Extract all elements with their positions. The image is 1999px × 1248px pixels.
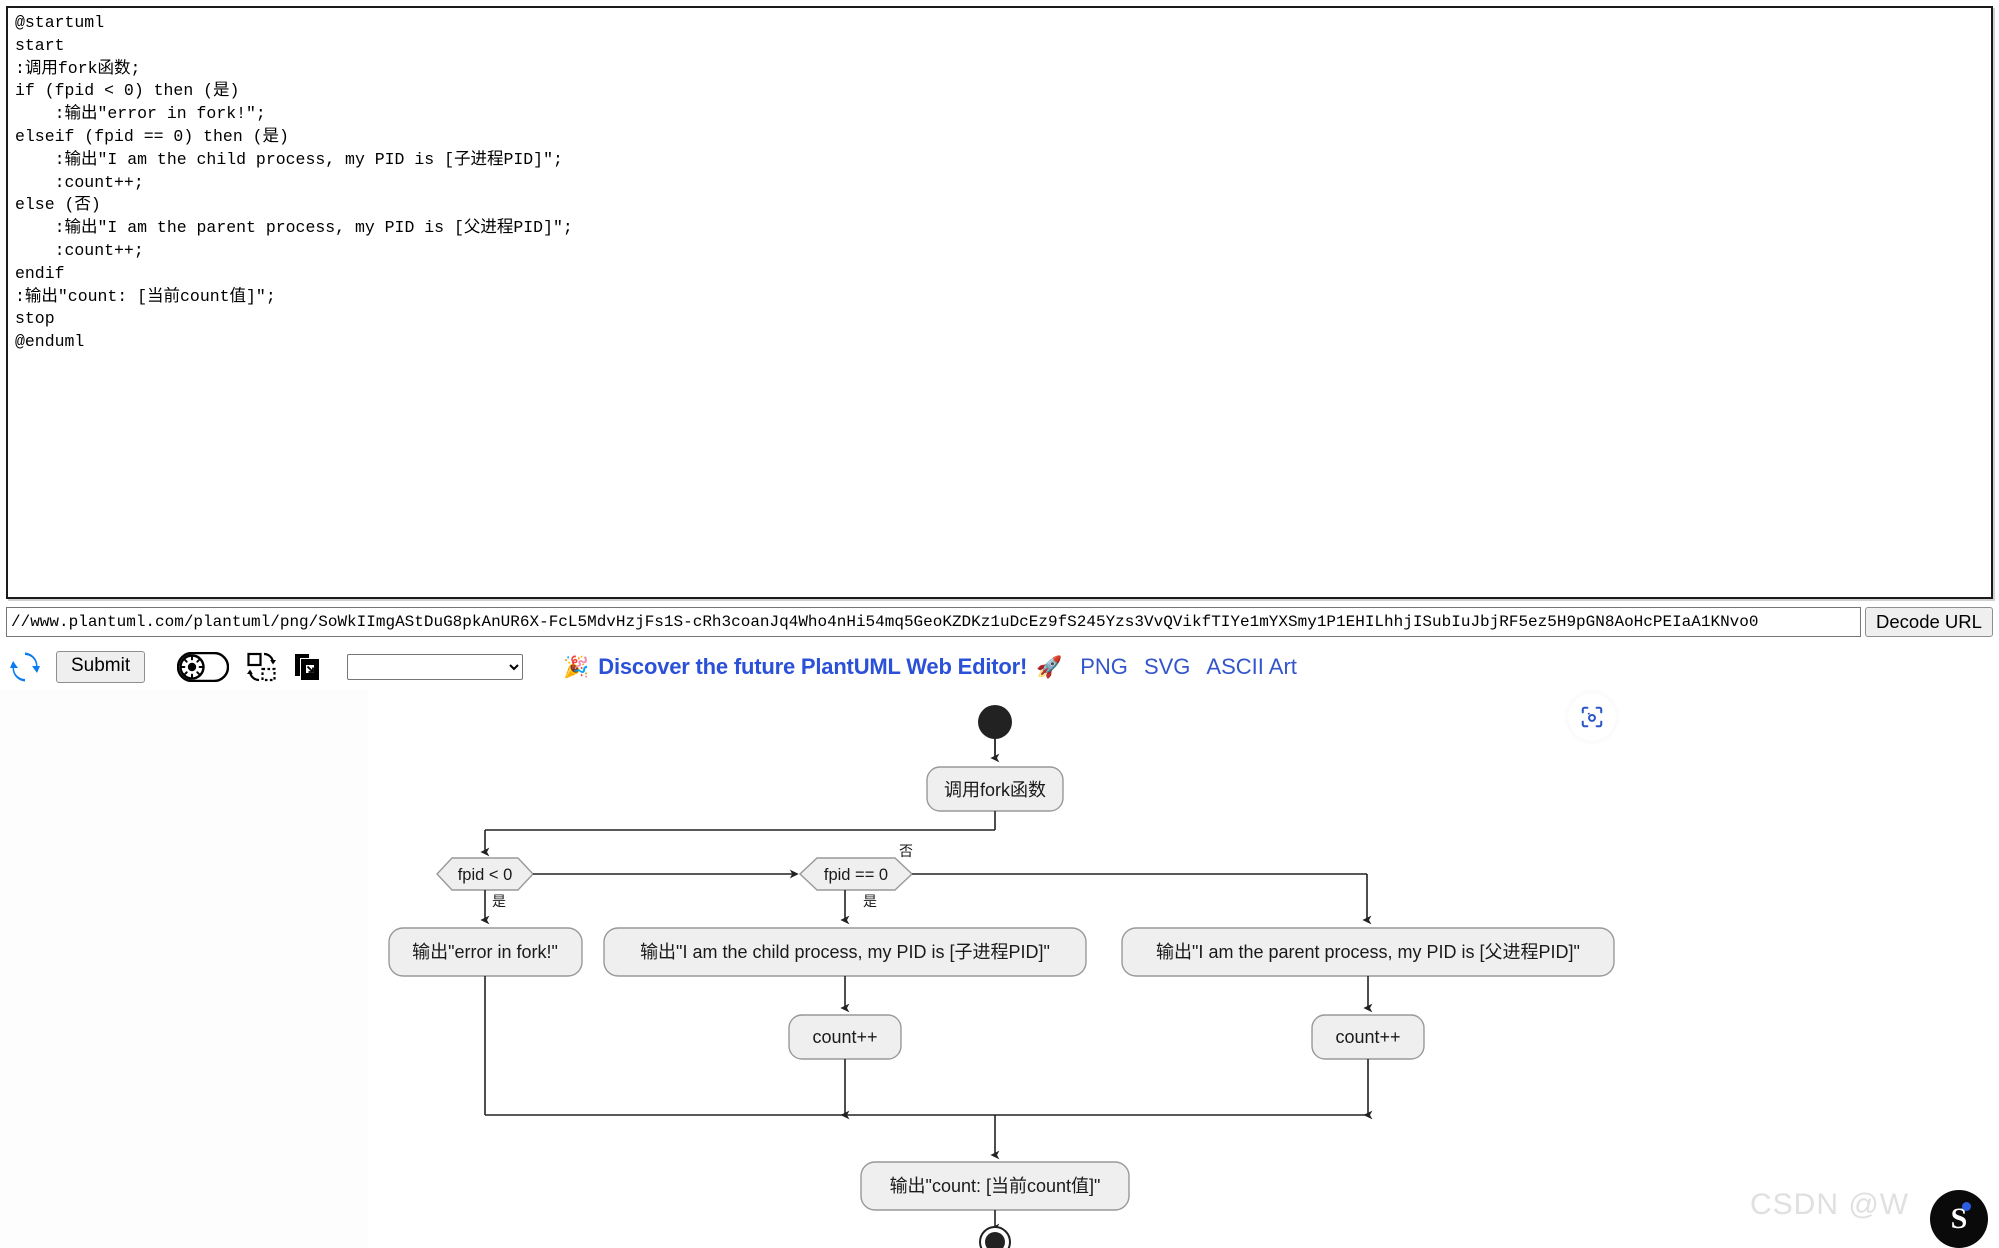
copy-image-icon[interactable] bbox=[247, 652, 277, 682]
svg-text:fpid < 0: fpid < 0 bbox=[458, 866, 513, 884]
ascii-art-link[interactable]: ASCII Art bbox=[1206, 654, 1297, 679]
svg-text:输出"error in fork!": 输出"error in fork!" bbox=[412, 942, 558, 962]
url-row: Decode URL bbox=[6, 607, 1993, 637]
activity-print-count: 输出"count: [当前count值]" bbox=[860, 1161, 1130, 1211]
decode-url-button[interactable]: Decode URL bbox=[1865, 607, 1993, 637]
png-link[interactable]: PNG bbox=[1080, 654, 1128, 679]
decision-fpid-eq-0: fpid == 0 bbox=[798, 857, 914, 891]
svg-text:fpid == 0: fpid == 0 bbox=[824, 866, 888, 884]
start-node bbox=[978, 705, 1012, 739]
diagram-gutter bbox=[0, 690, 368, 1248]
svg-text:输出"I am the parent process, my: 输出"I am the parent process, my PID is [父… bbox=[1156, 942, 1580, 962]
watermark-logo-dot bbox=[1962, 1202, 1971, 1211]
source-editor-container bbox=[6, 6, 1993, 599]
rocket-icon: 🚀 bbox=[1036, 655, 1063, 679]
activity-count-increment-parent: count++ bbox=[1311, 1014, 1425, 1060]
duplicate-icon[interactable] bbox=[293, 652, 321, 682]
activity-error-in-fork: 输出"error in fork!" bbox=[388, 927, 583, 977]
activity-diagram: 调用fork函数 fpid < 0 是 fpid == 0 是 否 bbox=[388, 705, 1615, 1248]
submit-button[interactable]: Submit bbox=[56, 651, 146, 683]
activity-count-increment-child: count++ bbox=[788, 1014, 902, 1060]
svg-text:count++: count++ bbox=[1335, 1027, 1400, 1047]
branch-label-yes-2: 是 bbox=[863, 893, 877, 909]
watermark-logo: S bbox=[1930, 1190, 1988, 1248]
toolbar: Submit bbox=[6, 645, 1993, 689]
branch-label-no: 否 bbox=[899, 843, 913, 859]
diagram-options-select[interactable] bbox=[347, 654, 524, 680]
decision-fpid-lt-0: fpid < 0 bbox=[436, 857, 534, 891]
format-links: PNG SVG ASCII Art bbox=[1080, 654, 1297, 680]
promo-banner[interactable]: 🎉 Discover the future PlantUML Web Edito… bbox=[563, 654, 1062, 680]
csdn-watermark: CSDN @W bbox=[1750, 1188, 1910, 1221]
svg-text:count++: count++ bbox=[812, 1027, 877, 1047]
diagram-panel: 调用fork函数 fpid < 0 是 fpid == 0 是 否 bbox=[0, 690, 1999, 1248]
svg-text:输出"count: [当前count值]": 输出"count: [当前count值]" bbox=[890, 1176, 1101, 1196]
scan-focus-icon[interactable] bbox=[1568, 693, 1616, 741]
party-popper-icon: 🎉 bbox=[563, 655, 590, 679]
activity-child-process: 输出"I am the child process, my PID is [子进… bbox=[603, 927, 1087, 977]
theme-toggle-icon[interactable] bbox=[176, 651, 230, 683]
svg-text:调用fork函数: 调用fork函数 bbox=[944, 780, 1046, 800]
refresh-icon[interactable] bbox=[10, 651, 40, 683]
diagram-url-input[interactable] bbox=[6, 607, 1861, 637]
promo-link[interactable]: Discover the future PlantUML Web Editor! bbox=[598, 654, 1028, 679]
svg-text:输出"I am the child process, my: 输出"I am the child process, my PID is [子进… bbox=[640, 942, 1050, 962]
plantuml-source-textarea[interactable] bbox=[8, 8, 1991, 597]
end-node bbox=[979, 1226, 1011, 1248]
activity-fork-call: 调用fork函数 bbox=[926, 766, 1064, 812]
svg-link[interactable]: SVG bbox=[1143, 654, 1191, 679]
branch-label-yes-1: 是 bbox=[492, 893, 506, 909]
activity-parent-process: 输出"I am the parent process, my PID is [父… bbox=[1121, 927, 1615, 977]
